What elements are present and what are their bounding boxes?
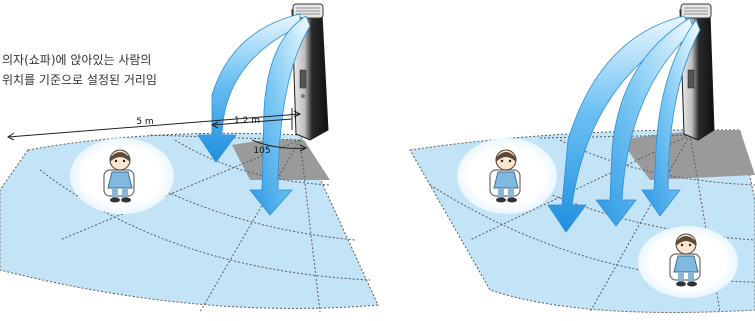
left-panel: 5 m 1.2 m 105 의자(쇼파)에 앉아있는 사람의 위치를 기준으로 … xyxy=(0,4,378,312)
angle-label: 105 xyxy=(253,146,270,156)
airflow-floor-zone xyxy=(0,133,378,308)
caption-line-1: 의자(쇼파)에 앉아있는 사람의 xyxy=(2,53,151,67)
caption-line-2: 위치를 기준으로 설정된 거리임 xyxy=(2,73,157,87)
near-distance-label: 1.2 m xyxy=(234,116,260,126)
far-distance-label: 5 m xyxy=(136,117,153,127)
right-panel xyxy=(410,4,755,313)
